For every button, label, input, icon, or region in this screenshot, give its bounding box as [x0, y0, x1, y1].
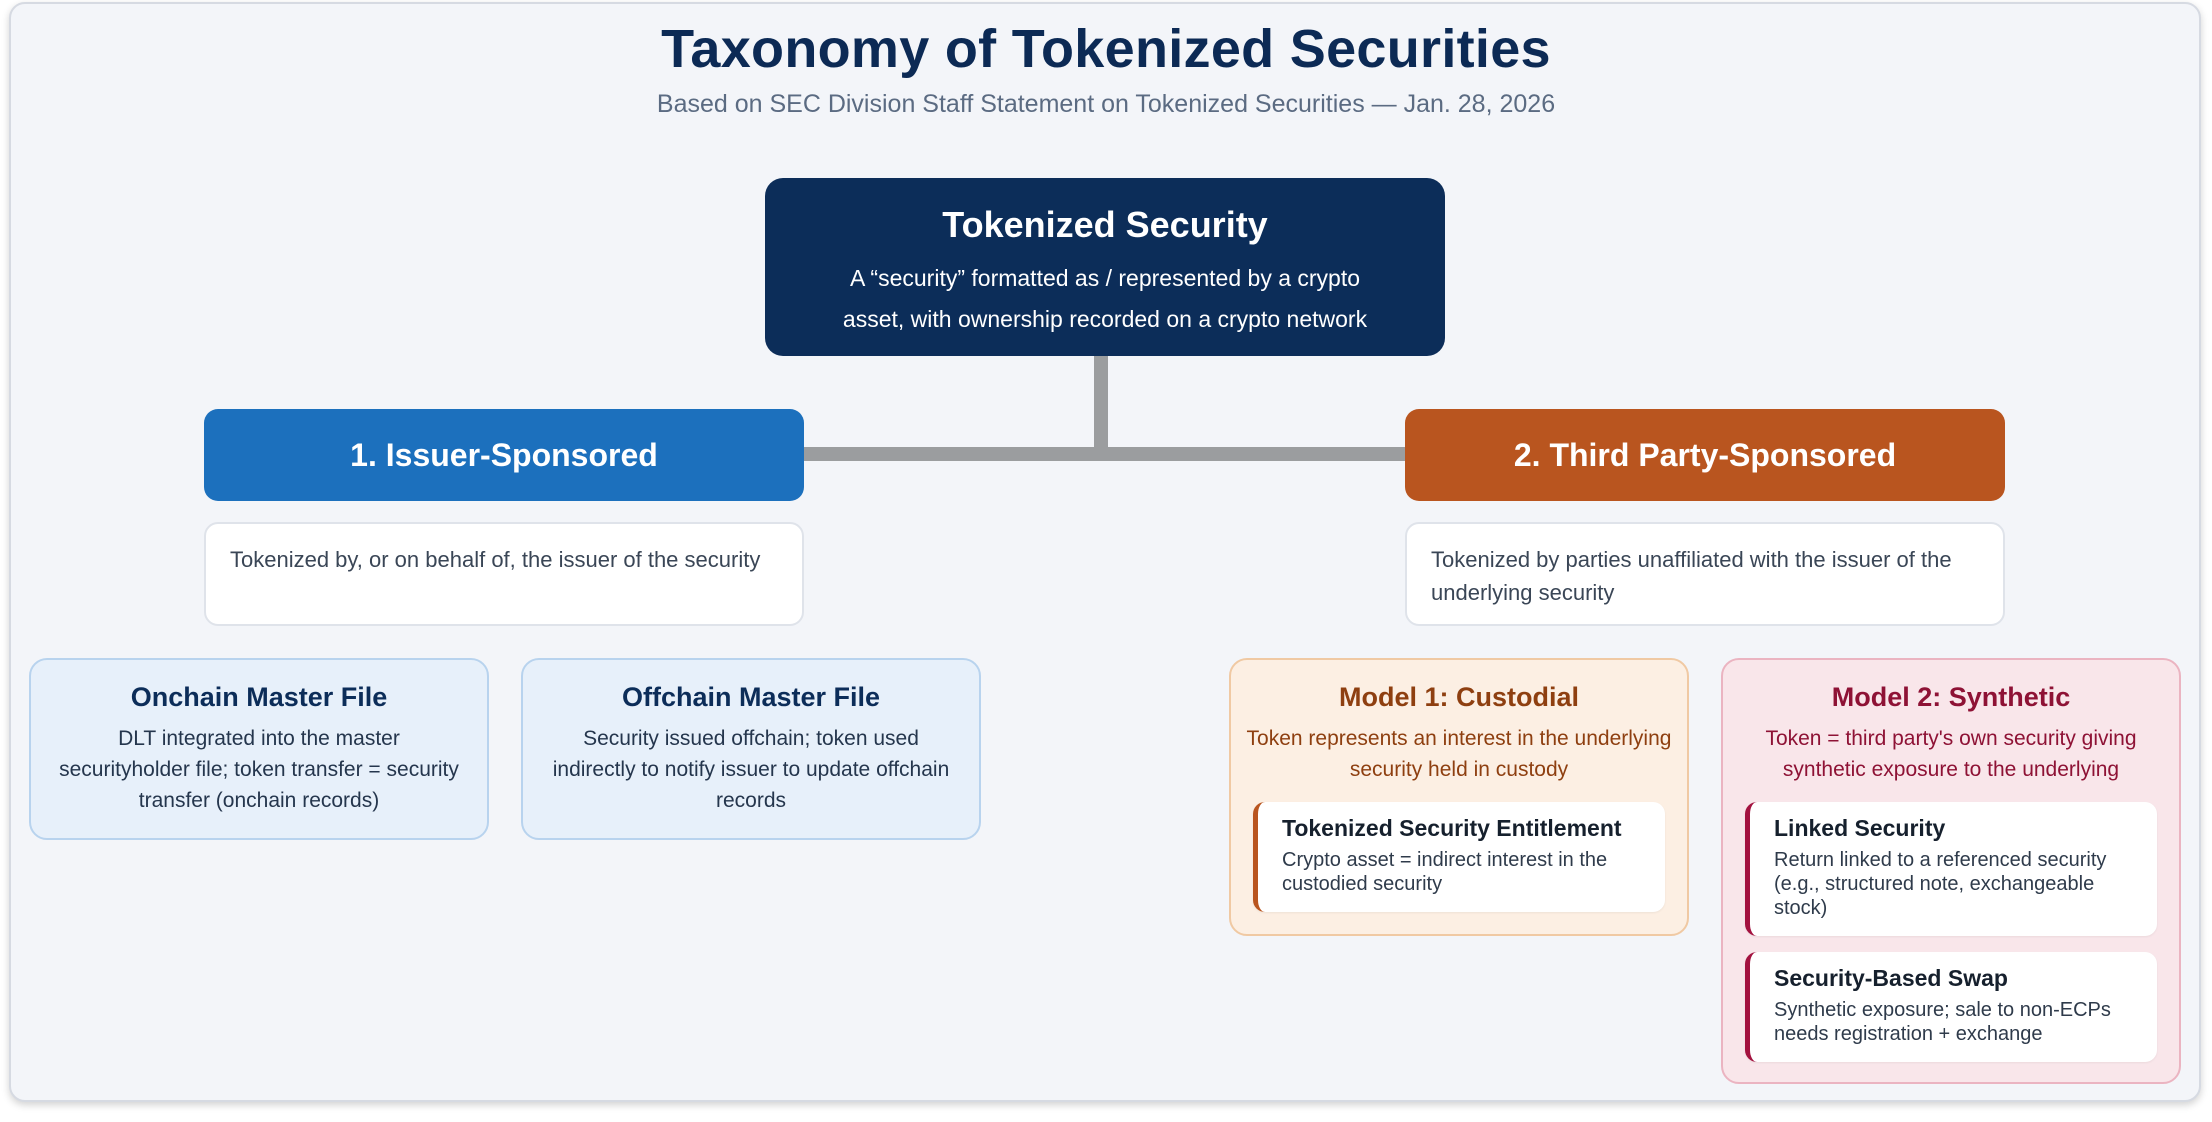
model-synthetic-title: Model 2: Synthetic [1831, 682, 2071, 712]
card-title: Linked Security [1774, 815, 1946, 841]
third-party-sponsored-description: Tokenized by parties unaffiliated with t… [1405, 522, 2005, 626]
offchain-master-file-node: Offchain Master File Security issued off… [521, 658, 981, 840]
model-custodial-title: Model 1: Custodial [1338, 682, 1579, 712]
model-custodial-node: Model 1: Custodial Token represents an i… [1229, 658, 1689, 936]
card-description: Synthetic exposure; sale to non-ECPs nee… [1774, 999, 2111, 1045]
model-synthetic-node: Model 2: Synthetic Token = third party's… [1721, 658, 2181, 1084]
tokenized-security-entitlement-card: Tokenized Security Entitlement Crypto as… [1253, 802, 1665, 912]
root-node: Tokenized Security A “security” formatte… [765, 178, 1445, 356]
issuer-sponsored-description: Tokenized by, or on behalf of, the issue… [204, 522, 804, 626]
model-custodial-description: Token represents an interest in the unde… [1246, 727, 1672, 781]
onchain-master-file-node: Onchain Master File DLT integrated into … [29, 658, 489, 840]
linked-security-card: Linked Security Return linked to a refer… [1745, 802, 2157, 936]
onchain-master-file-description: DLT integrated into the master securityh… [59, 727, 459, 812]
diagram-title: Taxonomy of Tokenized Securities [661, 19, 1551, 79]
card-description: Crypto asset = indirect interest in the … [1282, 849, 1608, 895]
root-title: Tokenized Security [942, 204, 1268, 245]
card-title: Tokenized Security Entitlement [1282, 815, 1622, 841]
root-connector-vertical [1094, 356, 1108, 447]
root-description: A “security” formatted as / represented … [842, 265, 1368, 332]
card-description: Return linked to a referenced security (… [1774, 849, 2107, 919]
card-title: Security-Based Swap [1774, 965, 2008, 991]
security-based-swap-card: Security-Based Swap Synthetic exposure; … [1745, 952, 2157, 1062]
branch-issuer-sponsored: 1. Issuer-Sponsored [204, 409, 804, 501]
offchain-master-file-description: Security issued offchain; token used ind… [552, 727, 950, 812]
branch-third-party-sponsored: 2. Third Party-Sponsored [1405, 409, 2005, 501]
onchain-master-file-title: Onchain Master File [130, 682, 388, 712]
branch-connector-horizontal [804, 447, 1405, 461]
offchain-master-file-title: Offchain Master File [621, 682, 881, 712]
diagram-subtitle: Based on SEC Division Staff Statement on… [656, 90, 1556, 118]
model-synthetic-description: Token = third party's own security givin… [1765, 727, 2137, 781]
